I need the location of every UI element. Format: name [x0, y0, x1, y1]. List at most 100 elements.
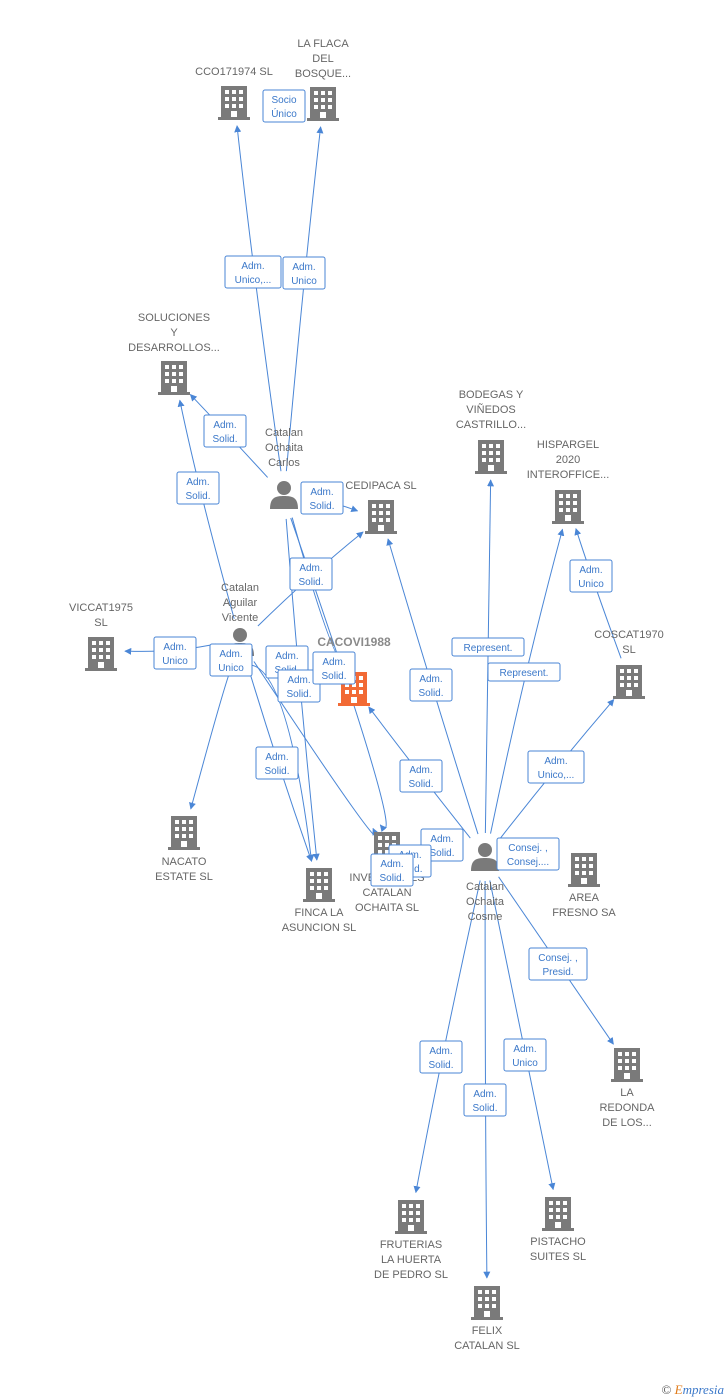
edge-label-box[interactable]: Adm.Solid.: [277, 669, 321, 703]
edge-label-box[interactable]: Adm.Solid.: [463, 1083, 507, 1117]
node-label-line: SL: [94, 617, 107, 629]
building-icon: [218, 86, 250, 120]
node-label-line: Ochaita: [265, 442, 304, 454]
edge-label-box[interactable]: Adm.Solid.: [203, 414, 247, 448]
node-label-line: SL: [622, 644, 635, 656]
edge-label-text: Solid.: [429, 848, 454, 859]
edge-label-frame: [503, 1038, 547, 1072]
node-label-line: LA: [620, 1087, 634, 1099]
edge-line: [290, 517, 387, 833]
node-label-line: FRESNO SA: [552, 907, 616, 919]
node-label-line: Catalan: [466, 881, 504, 893]
edge-label-box[interactable]: Represent.: [487, 662, 561, 682]
edge-label-box[interactable]: Adm. Unico: [503, 1038, 547, 1072]
node-label-line: FRUTERIAS: [380, 1239, 442, 1251]
edge-label-box[interactable]: Consej. ,Presid.: [528, 947, 588, 981]
footer-brand[interactable]: © Empresia: [662, 1382, 725, 1398]
edge-label-box[interactable]: Adm.Solid.: [399, 759, 443, 793]
edge-label-frame: [409, 668, 453, 702]
edge-label-box[interactable]: Adm.Solid.: [300, 481, 344, 515]
person-icon: [270, 481, 298, 509]
edge-label-frame: [209, 643, 253, 677]
edge-label-text: Solid.: [286, 689, 311, 700]
edge-label-box[interactable]: Adm.Solid.: [409, 668, 453, 702]
node-label-line: CATALAN SL: [454, 1340, 520, 1352]
building-icon: [613, 665, 645, 699]
edge-label-box[interactable]: Adm.Solid.: [255, 746, 299, 780]
node-label-line: HISPARGEL: [537, 439, 599, 451]
edge-label-text: Adm.: [429, 1046, 452, 1057]
building-icon: [475, 440, 507, 474]
edge-label-frame: [203, 414, 247, 448]
edge-label-box[interactable]: Adm.Unico,...: [527, 750, 585, 784]
node-felix[interactable]: FELIX CATALAN SL: [454, 1286, 520, 1352]
node-label-line: Y: [170, 327, 178, 339]
edge-label-text: Represent.: [500, 668, 549, 679]
edge-label-box[interactable]: Adm.Solid.: [370, 853, 414, 887]
brand-name: mpresia: [682, 1382, 724, 1397]
edge-label-box[interactable]: Adm.Solid.: [289, 557, 333, 591]
edge-label-frame: [463, 1083, 507, 1117]
node-label-line: VIÑEDOS: [466, 403, 516, 416]
edge-label-box[interactable]: Represent.: [451, 637, 525, 657]
node-label-line: CACOVI1988: [317, 635, 391, 649]
node-label-line: CATALAN: [362, 887, 411, 899]
edge-line: [285, 126, 324, 472]
edge-label-box[interactable]: Adm.Unico: [209, 643, 253, 677]
edge-label-box[interactable]: Consej. ,Consej....: [496, 837, 560, 871]
building-icon: [552, 490, 584, 524]
edge-label-text: Unico: [512, 1058, 538, 1069]
edge-label-box[interactable]: Adm.Solid.: [176, 471, 220, 505]
building-icon: [158, 361, 190, 395]
node-label-line: Vicente: [222, 612, 259, 624]
copyright-symbol: ©: [661, 1382, 672, 1397]
edge-label-box[interactable]: Adm.Unico: [569, 559, 613, 593]
edge-label-box[interactable]: Adm.Unico,...: [224, 255, 282, 289]
edge-label-text: Adm.: [513, 1044, 536, 1055]
node-cedipaca[interactable]: CEDIPACA SL: [345, 480, 417, 534]
edge-label-text: Unico: [291, 276, 317, 287]
edge-label-frame: [528, 947, 588, 981]
edge-label-box[interactable]: Adm.Solid.: [312, 651, 356, 685]
edge-label-text: Solid.: [212, 434, 237, 445]
node-label-line: DE PEDRO SL: [374, 1269, 448, 1281]
node-label-line: FELIX: [472, 1325, 503, 1337]
edge-label-box[interactable]: Adm.Unico: [282, 256, 326, 290]
edge-label-box[interactable]: Adm.Unico: [153, 636, 197, 670]
edge-label-text: Solid.: [298, 577, 323, 588]
edge-line: [483, 880, 491, 1279]
node-cacovi1988[interactable]: CACOVI1988: [317, 635, 391, 706]
building-icon: [568, 853, 600, 887]
edge-label-text: Unico: [162, 656, 188, 667]
node-cco171974[interactable]: CCO171974 SL: [195, 66, 273, 120]
edge-label-text: Consej. ,: [508, 843, 547, 854]
edge-line: [413, 880, 481, 1194]
edge-label-box[interactable]: Adm.Solid.: [419, 1040, 463, 1074]
